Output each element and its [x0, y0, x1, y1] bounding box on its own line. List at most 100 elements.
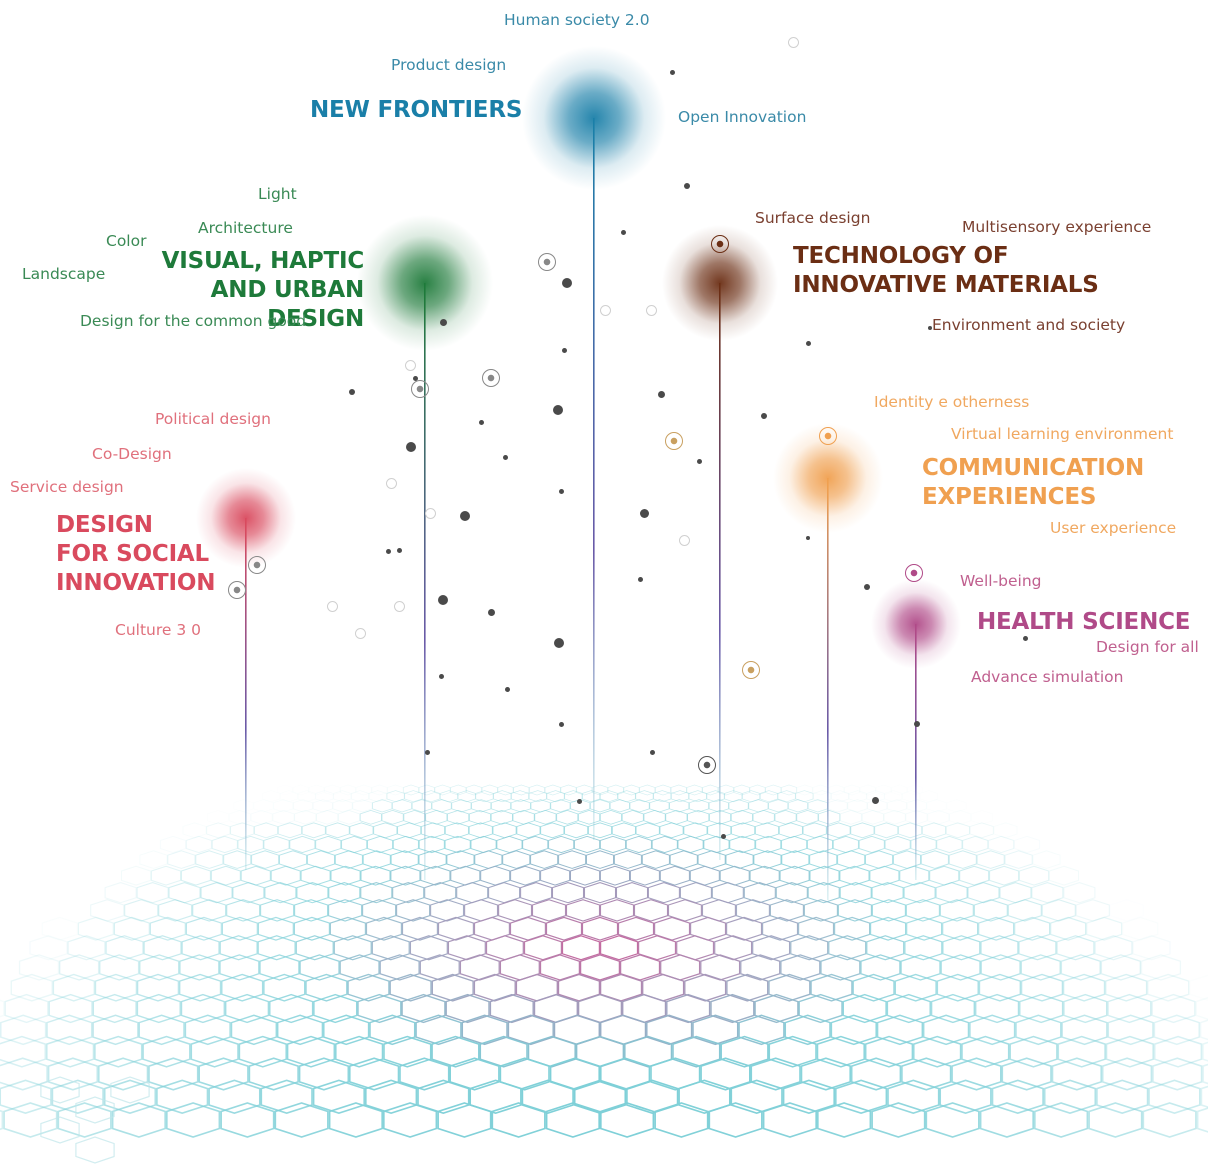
mesh-hexagon: [1063, 882, 1096, 904]
mesh-hexagon: [294, 809, 317, 825]
mesh-hexagon: [1096, 1079, 1149, 1115]
mesh-hexagon: [575, 1035, 625, 1068]
mesh-hexagon: [796, 809, 819, 825]
mesh-hexagon: [599, 865, 631, 886]
mesh-hexagon: [289, 835, 316, 854]
mesh-hexagon: [942, 916, 979, 941]
mesh-hexagon: [491, 799, 511, 813]
mesh-hexagon: [753, 850, 782, 869]
mesh-hexagon: [615, 882, 649, 904]
mesh-hexagon: [493, 790, 512, 803]
mesh-hexagon: [540, 865, 571, 886]
mesh-hexagon: [18, 954, 60, 981]
mesh-hexagon: [574, 835, 601, 854]
mesh-hexagon: [257, 935, 296, 961]
mesh-hexagon: [312, 799, 333, 813]
keyword-environment-society: Environment and society: [932, 316, 1126, 334]
mesh-hexagon: [874, 822, 899, 839]
mesh-hexagon: [230, 822, 255, 839]
mesh-hexagon: [0, 1014, 47, 1046]
mesh-hexagon: [195, 850, 224, 869]
mesh-hexagon: [666, 993, 711, 1024]
mesh-hexagon: [446, 850, 475, 869]
hollow-circle: [386, 478, 397, 489]
mesh-hexagon: [692, 1014, 739, 1046]
mesh-hexagon: [653, 790, 672, 803]
scatter-dot: [914, 721, 920, 727]
mesh-hexagon: [369, 1014, 416, 1046]
mesh-hexagon: [798, 993, 843, 1024]
mesh-hexagon: [469, 809, 491, 825]
mesh-hexagon: [621, 809, 644, 825]
mesh-hexagon: [328, 882, 361, 904]
mesh-hexagon: [359, 809, 382, 825]
mesh-hexagon: [1033, 1102, 1089, 1138]
keyword-service-design: Service design: [10, 478, 124, 496]
hollow-circle: [679, 535, 690, 546]
mesh-hexagon: [46, 1014, 93, 1046]
mesh-hexagon: [980, 935, 1019, 961]
cluster-title-communication: COMMUNICATION EXPERIENCES: [922, 455, 1145, 510]
mesh-hexagon: [451, 799, 472, 813]
mesh-hexagon: [276, 1014, 324, 1046]
mesh-hexagon: [223, 850, 252, 869]
scatter-dot: [561, 347, 567, 353]
mesh-hexagon: [200, 882, 233, 904]
mesh-hexagon: [852, 973, 895, 1002]
mesh-hexagon: [655, 784, 671, 796]
mesh-hexagon: [274, 1102, 329, 1138]
scatter-dot: [649, 749, 655, 755]
mesh-hexagon: [180, 993, 226, 1024]
mesh-hexagon: [779, 865, 810, 886]
mesh-hexagon: [581, 916, 619, 941]
mesh-hexagon: [46, 1035, 95, 1068]
mesh-hexagon: [293, 916, 330, 941]
mesh-hexagon: [860, 954, 901, 981]
mesh-hexagon: [936, 973, 979, 1002]
mesh-hexagon: [807, 882, 840, 904]
mesh-hexagon: [521, 1079, 574, 1115]
mesh-hexagon: [219, 954, 260, 981]
mesh-hexagon: [389, 973, 432, 1002]
keyword-light: Light: [258, 185, 297, 203]
scatter-dot: [504, 686, 510, 692]
cluster-glow-social-innovation: [196, 468, 296, 568]
mesh-hexagon: [1050, 916, 1087, 941]
mesh-hexagon: [315, 790, 334, 803]
mesh-hexagon: [733, 784, 750, 796]
mesh-hexagon: [220, 1102, 275, 1138]
mesh-hexagon: [330, 865, 361, 886]
mesh-hexagon: [355, 784, 372, 796]
keyword-political-design: Political design: [155, 410, 271, 428]
scatter-dot: [396, 547, 402, 553]
mesh-hexagon: [569, 865, 601, 886]
mesh-hexagon: [48, 993, 93, 1024]
mesh-hexagon: [182, 822, 207, 839]
mesh-hexagon: [820, 954, 861, 981]
mesh-hexagon: [434, 784, 451, 796]
mesh-hexagon: [754, 822, 780, 839]
mesh-hexagon: [98, 1057, 149, 1091]
mesh-hexagon: [617, 916, 655, 941]
mesh-hexagon: [688, 790, 707, 803]
mesh-hexagon: [105, 935, 144, 961]
mesh-hexagon: [185, 916, 222, 941]
mesh-hexagon: [422, 790, 441, 803]
mesh-hexagon: [138, 1014, 185, 1046]
mesh-hexagon: [548, 835, 575, 854]
mesh-hexagon: [237, 835, 264, 854]
mesh-hexagon: [726, 973, 769, 1002]
mesh-hexagon: [139, 954, 180, 981]
cluster-glow-communication: [773, 423, 883, 533]
mesh-hexagon: [120, 865, 152, 886]
mesh-hexagon: [969, 1014, 1016, 1046]
mesh-hexagon: [1041, 899, 1076, 922]
mesh-hexagon: [136, 973, 180, 1002]
mesh-hexagon: [550, 799, 571, 813]
mesh-hexagon: [273, 799, 294, 813]
scatter-dot: [385, 548, 391, 554]
mesh-hexagon: [40, 1076, 80, 1104]
mesh-hexagon: [180, 865, 211, 886]
keyword-color: Color: [106, 232, 147, 250]
mesh-hexagon: [529, 784, 545, 796]
